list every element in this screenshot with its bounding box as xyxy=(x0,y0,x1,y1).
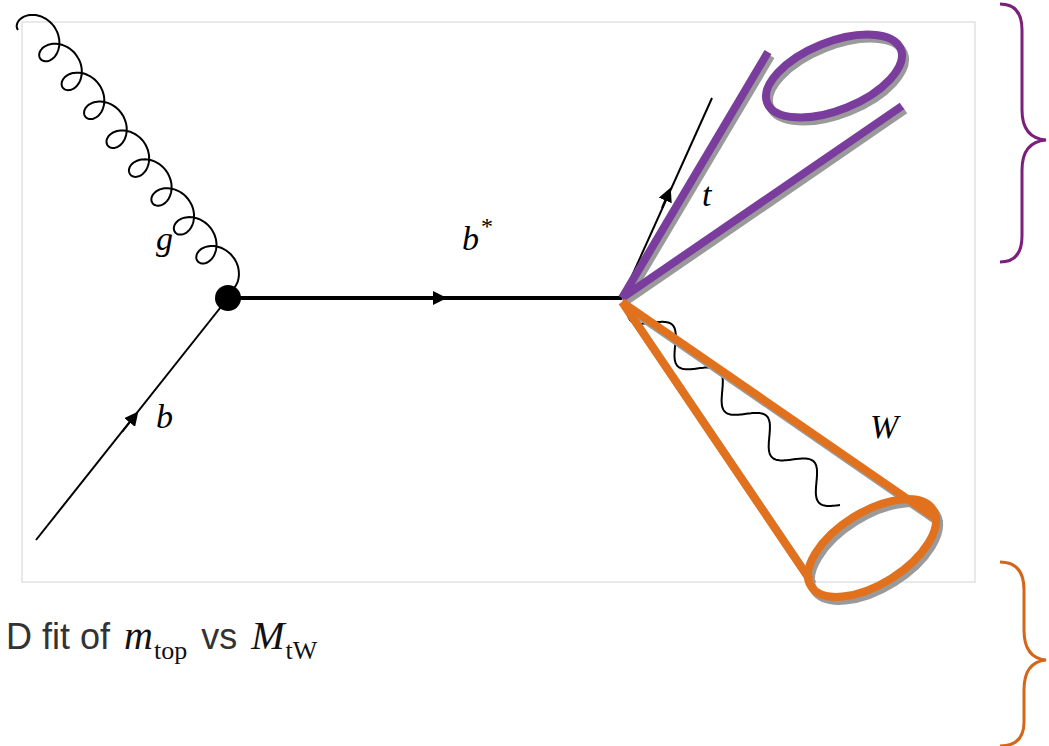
particle-label: b xyxy=(156,400,173,434)
math-symbol: m xyxy=(124,612,153,659)
b-quark-line xyxy=(36,298,228,540)
superscript: * xyxy=(481,214,493,238)
particle-label: t xyxy=(702,178,711,212)
arrow xyxy=(420,297,440,299)
gluon-line xyxy=(17,15,239,293)
vertex xyxy=(215,285,241,311)
caption-text: vs xyxy=(201,616,237,658)
subscript: tW xyxy=(285,636,317,666)
particle-label: W xyxy=(870,410,898,444)
top-cone xyxy=(622,18,916,302)
caption-row: D fit ofmtopvsMtW xyxy=(6,612,317,659)
arrow xyxy=(662,194,668,208)
w-cone xyxy=(622,302,955,621)
orange-brace xyxy=(1000,562,1046,746)
particle-label: g xyxy=(156,222,173,256)
math-symbol: M xyxy=(251,612,284,659)
subscript: top xyxy=(154,636,187,666)
arrow xyxy=(122,417,134,432)
propagator xyxy=(228,296,622,300)
particle-label: b xyxy=(462,222,479,256)
frame xyxy=(22,22,975,582)
purple-brace xyxy=(1000,4,1046,262)
gluon-curl xyxy=(17,15,239,293)
caption-text: D fit of xyxy=(6,616,110,658)
